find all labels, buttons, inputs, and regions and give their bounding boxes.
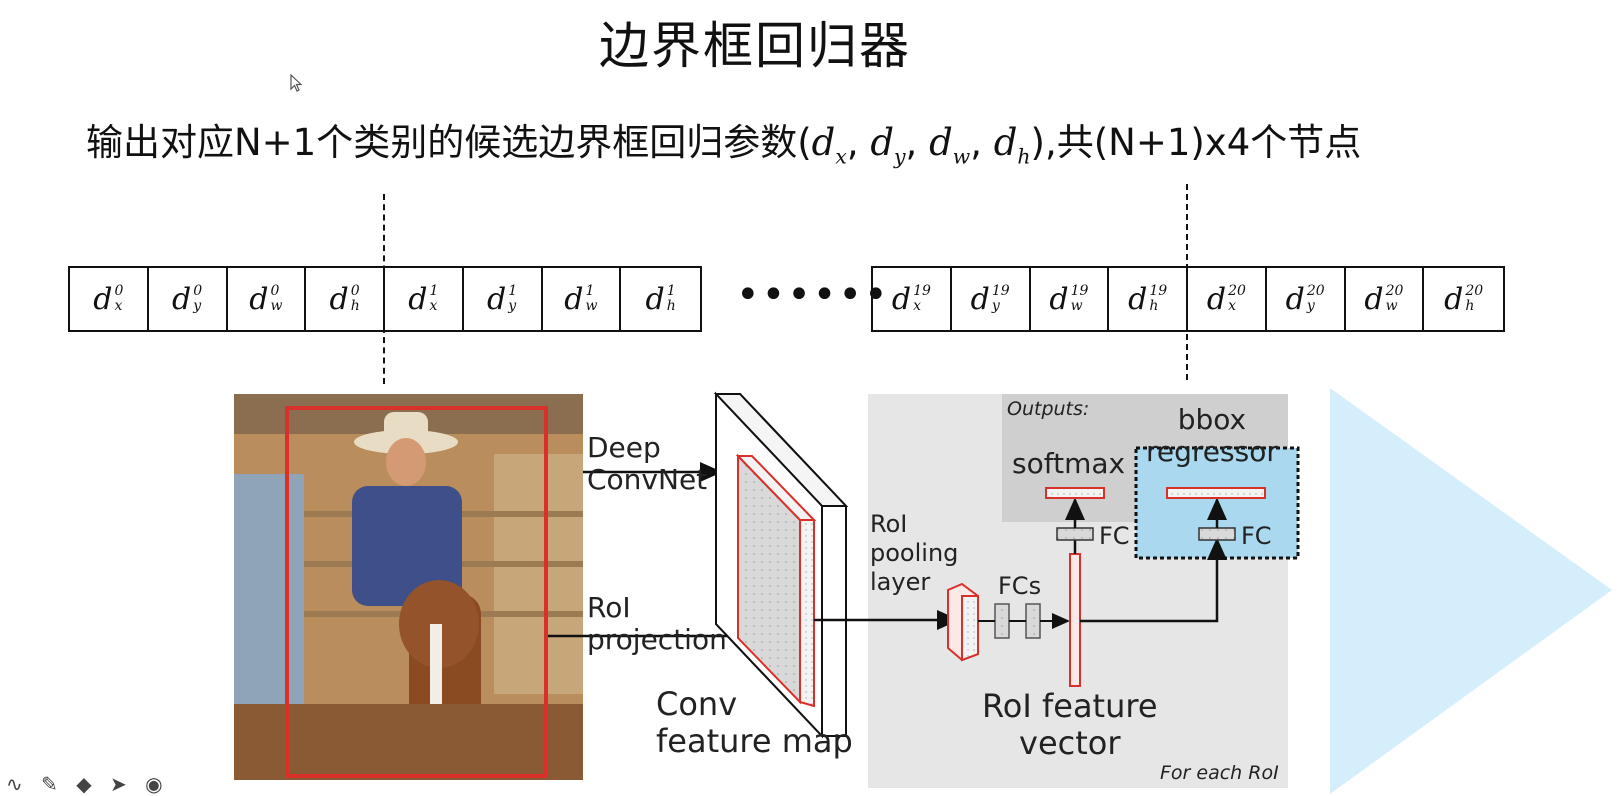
param-dy: dy [870,121,906,169]
subtitle-prefix: 输出对应N+1个类别的候选边界框回归参数( [86,121,812,164]
mouse-cursor-icon [290,74,303,92]
param-dw: dw [929,121,971,169]
regressor-output-bar [1166,487,1266,499]
slide-title: 边界框回归器 [599,17,911,75]
roi-projection-label: RoI projection [587,591,727,657]
fc-softmax-node [1056,527,1094,541]
roi-feature-vector-label: RoI feature vector [982,687,1158,762]
annotation-toolbar[interactable]: ∿ ✎ ◆ ➤ ◉ [6,772,169,796]
roi-feature-vector-bar [1069,553,1081,687]
param-dh: dh [993,121,1031,169]
param-dx: dx [811,121,847,169]
fc-block-1 [994,603,1010,639]
roi-pooling-block [947,582,979,662]
outputs-label: Outputs: [1007,398,1090,420]
fc-block-2 [1025,603,1041,639]
slide-subtitle: 输出对应N+1个类别的候选边界框回归参数(dx, dy, dw, dh),共(N… [86,121,1362,169]
subtitle-suffix: ),共(N+1)x4个节点 [1030,121,1362,164]
bbox-regressor-label: bbox regressor [1146,403,1278,469]
fcs-label: FCs [998,572,1042,600]
conv-feature-map [713,391,849,739]
cowboy-horse-photo [234,394,583,780]
fc-label-left: FC [1099,522,1130,550]
for-each-roi-label: For each RoI [1160,762,1279,784]
roi-box [285,406,548,778]
ellipsis: •••••• [736,272,890,318]
fc-label-right: FC [1241,522,1272,550]
input-image [234,394,583,780]
conv-feature-map-label: Conv feature map [656,685,853,760]
fc-regressor-node [1198,527,1236,541]
roi-pooling-layer-label: RoI pooling layer [870,510,959,596]
deep-convnet-label: Deep ConvNet [587,431,708,497]
vector-to-regressor-line [1080,537,1227,623]
softmax-label: softmax [1012,447,1126,480]
softmax-output-bar [1045,487,1105,499]
